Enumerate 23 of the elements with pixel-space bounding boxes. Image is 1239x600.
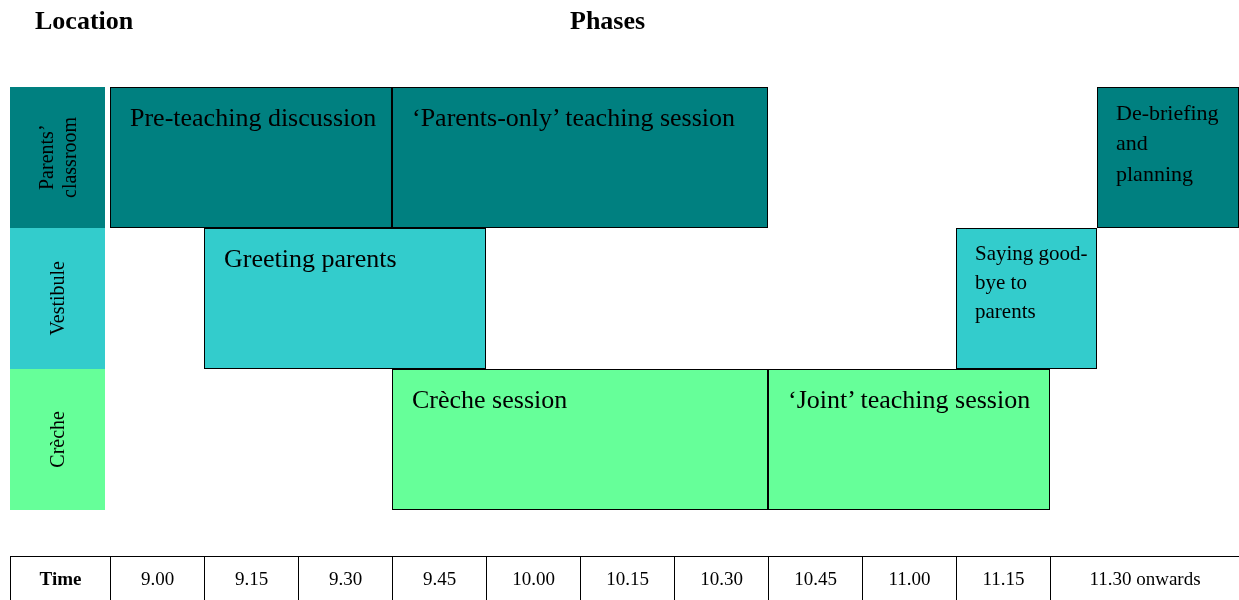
location-band xyxy=(10,87,105,228)
column-heading: Location xyxy=(35,6,134,36)
location-band xyxy=(10,369,105,510)
row-header-cell: Time xyxy=(10,556,111,600)
phase-box xyxy=(392,87,768,228)
location-band xyxy=(10,228,105,369)
phase-label: Pre-teaching discussion xyxy=(130,102,377,134)
phase-label: Crèche session xyxy=(412,384,568,416)
phase-label: De-briefing and planning xyxy=(1116,99,1220,188)
phase-label: ‘Parents-only’ teaching session xyxy=(412,102,735,134)
phase-label: Saying good-bye to parents xyxy=(975,240,1088,325)
phase-box xyxy=(110,87,392,228)
location-label: Parents’ classroom xyxy=(34,115,81,201)
phase-box xyxy=(204,228,486,369)
phase-label: Greeting parents xyxy=(224,243,397,275)
location-label: Vestibule xyxy=(46,261,69,336)
phase-box xyxy=(392,369,768,510)
phase-label: ‘Joint’ teaching session xyxy=(788,384,1031,416)
phase-box xyxy=(1097,87,1239,228)
phase-box xyxy=(768,369,1050,510)
column-heading: Phases xyxy=(570,6,646,36)
location-label: Crèche xyxy=(46,411,69,468)
phase-box xyxy=(956,228,1097,369)
